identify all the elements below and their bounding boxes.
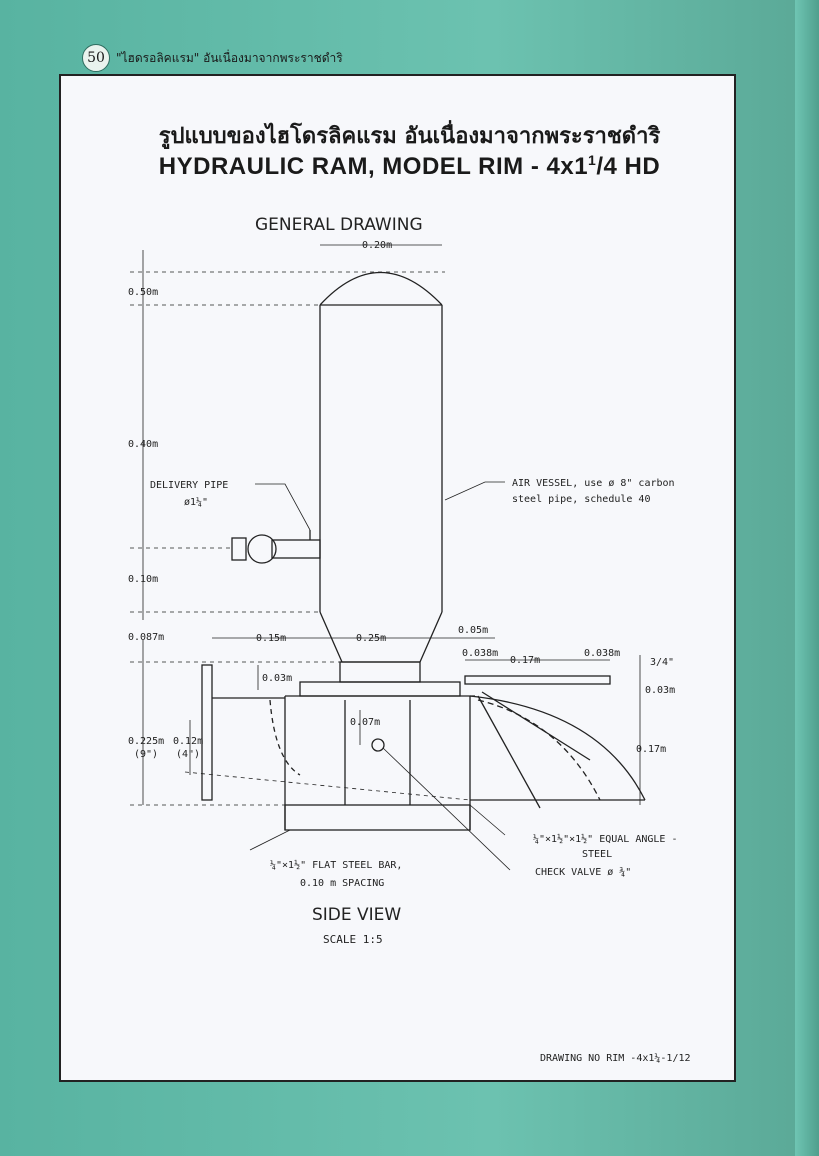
angle-steel-label-2: STEEL: [582, 849, 612, 860]
dim-0-15m: 0.15m: [256, 633, 286, 644]
angle-steel-label: ¼"×1½"×1½" EQUAL ANGLE -: [533, 833, 678, 845]
dim-0-25m: 0.25m: [356, 633, 386, 644]
english-title: HYDRAULIC RAM, MODEL RIM - 4x11/4 HD: [0, 152, 819, 181]
drawing-sheet: [59, 74, 736, 1082]
flat-bar-label: ¼"×1½" FLAT STEEL BAR,: [270, 859, 402, 871]
scale-label: SCALE 1:5: [323, 933, 383, 946]
delivery-valve: [247, 534, 277, 564]
dim-0-225m: 0.225m: [128, 736, 164, 747]
drawing-number: DRAWING NO RIM -4x1¼-1/12: [540, 1052, 691, 1064]
dim-0-087m: 0.087m: [128, 632, 164, 643]
air-vessel-label: AIR VESSEL, use ø 8" carbon: [512, 478, 675, 489]
air-vessel-dome: [319, 272, 443, 306]
thai-title: รูปแบบของไฮโดรลิคแรม อันเนื่องมาจากพระรา…: [158, 124, 661, 149]
dim-0-17m-v: 0.17m: [636, 744, 666, 755]
dim-0-40m: 0.40m: [128, 439, 158, 450]
dim-0-07m: 0.07m: [350, 717, 380, 728]
check-valve-symbol: [371, 738, 385, 752]
book-spine-edge: [795, 0, 819, 1156]
check-valve-label: CHECK VALVE ø ¾": [535, 866, 631, 878]
delivery-pipe-label: DELIVERY PIPE: [150, 480, 228, 491]
dim-0-12m: 0.12m: [173, 736, 203, 747]
dim-0-17m-h: 0.17m: [510, 655, 540, 666]
dim-0-03m-a: 0.03m: [262, 673, 292, 684]
dim-0-038m-b: 0.038m: [584, 648, 620, 659]
delivery-pipe: [271, 539, 321, 559]
english-title-prefix: HYDRAULIC RAM, MODEL RIM - 4x1: [158, 153, 589, 180]
waste-valve-plate: [464, 675, 611, 685]
delivery-pipe-size: ø1¼": [184, 496, 208, 508]
dim-0-05m: 0.05m: [458, 625, 488, 636]
air-vessel-spec: steel pipe, schedule 40: [512, 494, 650, 505]
running-title: "ไฮดรอลิคแรม" อันเนื่องมาจากพระราชดำริ: [116, 51, 343, 65]
dim-4in: (4"): [176, 749, 200, 760]
dim-0-038m-a: 0.038m: [462, 648, 498, 659]
flat-bar-spacing: 0.10 m SPACING: [300, 878, 384, 889]
page-number-badge: 50: [82, 44, 110, 72]
page-number: 50: [87, 50, 105, 66]
dim-9in: (9"): [134, 749, 158, 760]
neck-base: [339, 661, 421, 683]
english-title-suffix: /4 HD: [596, 153, 661, 180]
dim-0-10m: 0.10m: [128, 574, 158, 585]
side-view-label: SIDE VIEW: [312, 905, 401, 925]
general-drawing-label: GENERAL DRAWING: [255, 215, 423, 235]
base-plate: [299, 681, 461, 697]
english-title-sup: 1: [588, 152, 597, 168]
dim-3-4in: 3/4": [650, 657, 674, 668]
dim-0-03m-b: 0.03m: [645, 685, 675, 696]
bottom-frame: [284, 804, 471, 831]
dim-0-20m: 0.20m: [362, 240, 392, 251]
dim-0-50m: 0.50m: [128, 287, 158, 298]
drive-flange: [201, 664, 213, 801]
